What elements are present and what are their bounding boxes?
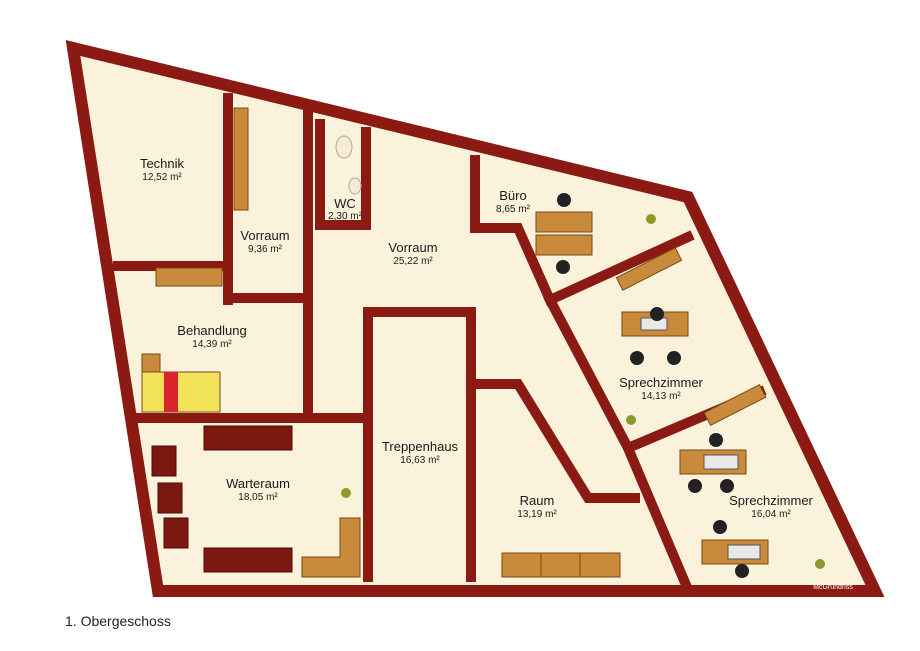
cabinet xyxy=(141,353,161,373)
room-name-sprechzimmer-2: Sprechzimmer xyxy=(729,493,813,508)
cabinet xyxy=(703,384,767,426)
cabinet-row xyxy=(501,552,621,578)
monitor-icon xyxy=(727,544,761,560)
room-area-behandlung: 14,39 m² xyxy=(192,339,232,350)
chair-icon xyxy=(688,479,702,493)
chair-icon xyxy=(650,307,664,321)
room-name-technik: Technik xyxy=(140,156,185,171)
room-name-behandlung: Behandlung xyxy=(177,323,246,338)
room-area-technik: 12,52 m² xyxy=(142,172,182,183)
office-desk xyxy=(535,211,593,233)
cabinet xyxy=(615,247,683,291)
sink-icon xyxy=(348,177,362,195)
armchair xyxy=(151,445,177,477)
sofa xyxy=(203,425,293,451)
chair-icon xyxy=(667,351,681,365)
interior-walls xyxy=(113,93,767,592)
room-name-wc: WC xyxy=(334,196,356,211)
room-area-wc: 2,30 m² xyxy=(328,211,363,222)
wardrobe xyxy=(233,107,249,211)
chair-icon xyxy=(557,193,571,207)
chair-icon xyxy=(735,564,749,578)
room-name-vorraum-small: Vorraum xyxy=(240,228,289,243)
room-name-warteraum: Warteraum xyxy=(226,476,290,491)
room-name-sprechzimmer-1: Sprechzimmer xyxy=(619,375,703,390)
bed-blanket xyxy=(164,372,178,412)
room-area-treppenhaus: 16,63 m² xyxy=(400,455,440,466)
room-area-warteraum: 18,05 m² xyxy=(238,492,278,503)
room-name-treppenhaus: Treppenhaus xyxy=(382,439,459,454)
chair-icon xyxy=(713,520,727,534)
office-desk xyxy=(535,234,593,256)
plant-icon xyxy=(341,488,351,498)
chair-icon xyxy=(720,479,734,493)
plant-icon xyxy=(815,559,825,569)
room-area-vorraum-small: 9,36 m² xyxy=(248,244,283,255)
monitor-icon xyxy=(703,454,739,470)
room-area-buero: 8,65 m² xyxy=(496,204,531,215)
armchair xyxy=(163,517,189,549)
floor-caption: 1. Obergeschoss xyxy=(65,613,171,629)
watermark: McGrundriss xyxy=(813,584,853,591)
furniture xyxy=(141,107,825,578)
corner-desk xyxy=(301,517,361,578)
room-area-vorraum-large: 25,22 m² xyxy=(393,256,433,267)
plant-icon xyxy=(626,415,636,425)
shelf xyxy=(155,267,223,287)
chair-icon xyxy=(556,260,570,274)
sofa xyxy=(203,547,293,573)
room-area-sprechzimmer-2: 16,04 m² xyxy=(751,509,791,520)
room-name-buero: Büro xyxy=(499,188,526,203)
room-labels: Technik 12,52 m² Vorraum 9,36 m² WC 2,30… xyxy=(140,156,814,520)
room-name-raum: Raum xyxy=(520,493,555,508)
room-area-sprechzimmer-1: 14,13 m² xyxy=(641,391,681,402)
room-name-vorraum-large: Vorraum xyxy=(388,240,437,255)
armchair xyxy=(157,482,183,514)
toilet-icon xyxy=(335,135,353,159)
plant-icon xyxy=(646,214,656,224)
room-area-raum: 13,19 m² xyxy=(517,509,557,520)
chair-icon xyxy=(630,351,644,365)
bed xyxy=(141,371,221,413)
chair-icon xyxy=(709,433,723,447)
